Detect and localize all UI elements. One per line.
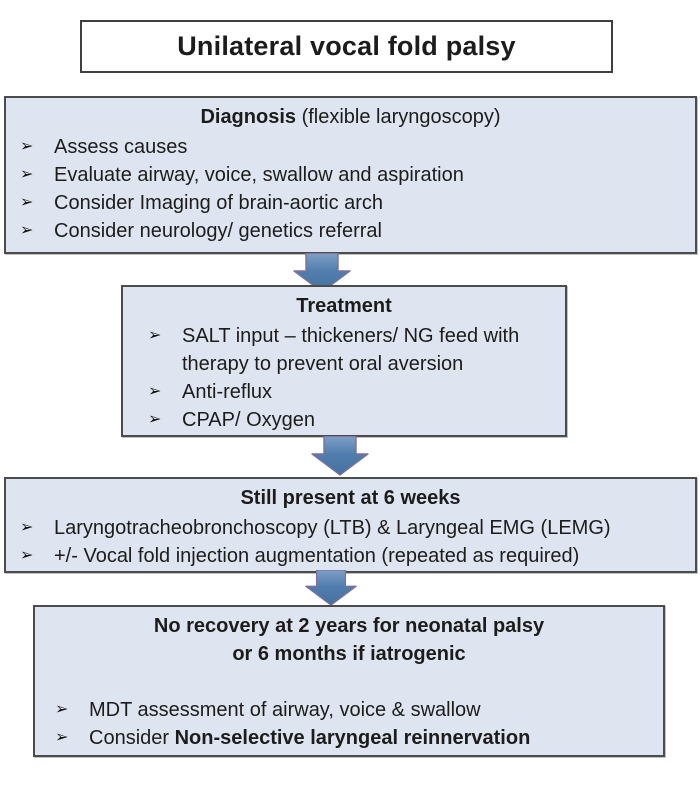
box-sixweeks-heading-bold: Still present at 6 weeks [240, 487, 461, 509]
bullet-text: Consider Imaging of brain-aortic arch [54, 192, 384, 214]
box-treatment-heading-bold: Treatment [296, 295, 392, 317]
bullet-item: ➢ CPAP/ Oxygen [148, 406, 557, 434]
flowchart-title: Unilateral vocal fold palsy [177, 31, 516, 61]
arrowhead-bullet-icon: ➢ [20, 166, 34, 183]
down-arrow-icon [311, 436, 369, 476]
arrowhead-bullet-icon: ➢ [20, 222, 34, 239]
bullet-item: ➢ SALT input – thickeners/ NG feed with … [148, 322, 557, 378]
box-diagnosis-heading-normal: (flexible laryngoscopy) [296, 106, 501, 128]
arrowhead-bullet-icon: ➢ [20, 519, 34, 536]
arrowhead-bullet-icon: ➢ [20, 194, 34, 211]
down-arrow-icon [293, 253, 351, 293]
bullet-text: Consider neurology/ genetics referral [54, 220, 382, 242]
bullet-text: CPAP/ Oxygen [182, 409, 316, 431]
arrowhead-bullet-icon: ➢ [20, 138, 34, 155]
bullet-item: ➢ Evaluate airway, voice, swallow and as… [20, 161, 687, 189]
bullet-item: ➢ MDT assessment of airway, voice & swal… [55, 696, 655, 724]
box-still-present-6-weeks: Still present at 6 weeks ➢ Laryngotrache… [4, 477, 697, 573]
bullet-item: ➢ Consider neurology/ genetics referral [20, 217, 687, 245]
box-diagnosis-bullet-list: ➢ Assess causes ➢ Evaluate airway, voice… [6, 131, 695, 245]
bullet-text-bold: Non-selective laryngeal reinnervation [174, 727, 531, 749]
bullet-text: SALT input – thickeners/ NG feed with th… [182, 325, 520, 375]
box-diagnosis-heading-bold: Diagnosis [200, 106, 297, 128]
box-treatment-heading: Treatment [123, 287, 565, 320]
arrowhead-bullet-icon: ➢ [55, 729, 69, 746]
bullet-text: Assess causes [54, 136, 188, 158]
box-sixweeks-bullet-list: ➢ Laryngotracheobronchoscopy (LTB) & Lar… [6, 512, 695, 570]
bullet-text: Consider Non-selective laryngeal reinner… [89, 724, 655, 752]
bullet-text-prefix: Consider [89, 727, 175, 749]
box-diagnosis: Diagnosis (flexible laryngoscopy) ➢ Asse… [4, 96, 697, 254]
box-no-recovery: No recovery at 2 years for neonatal pals… [33, 605, 665, 757]
arrowhead-bullet-icon: ➢ [20, 547, 34, 564]
arrowhead-bullet-icon: ➢ [148, 383, 162, 400]
bullet-text: Evaluate airway, voice, swallow and aspi… [54, 164, 464, 186]
arrowhead-bullet-icon: ➢ [55, 701, 69, 718]
bullet-text: Laryngotracheobronchoscopy (LTB) & Laryn… [54, 517, 611, 539]
bullet-item: ➢ Consider Non-selective laryngeal reinn… [55, 724, 655, 752]
box-recovery-bullet-list: ➢ MDT assessment of airway, voice & swal… [35, 694, 663, 752]
bullet-item: ➢ Anti-reflux [148, 378, 557, 406]
arrowhead-bullet-icon: ➢ [148, 327, 162, 344]
bullet-text: MDT assessment of airway, voice & swallo… [89, 699, 481, 721]
bullet-item: ➢ Assess causes [20, 133, 687, 161]
arrowhead-bullet-icon: ➢ [148, 411, 162, 428]
bullet-item: ➢ Consider Imaging of brain-aortic arch [20, 189, 687, 217]
box-recovery-heading-line2: or 6 months if iatrogenic [232, 643, 466, 665]
box-diagnosis-heading: Diagnosis (flexible laryngoscopy) [6, 98, 695, 131]
box-sixweeks-heading: Still present at 6 weeks [6, 479, 695, 512]
bullet-item: ➢ Laryngotracheobronchoscopy (LTB) & Lar… [20, 514, 687, 542]
down-arrow-icon [305, 570, 357, 606]
box-treatment: Treatment ➢ SALT input – thickeners/ NG … [121, 285, 567, 437]
box-recovery-heading: No recovery at 2 years for neonatal pals… [35, 607, 663, 668]
flowchart-title-box: Unilateral vocal fold palsy [80, 20, 613, 73]
bullet-text: +/- Vocal fold injection augmentation (r… [54, 545, 580, 567]
box-recovery-heading-line1: No recovery at 2 years for neonatal pals… [153, 615, 545, 637]
box-treatment-bullet-list: ➢ SALT input – thickeners/ NG feed with … [123, 320, 565, 434]
bullet-text: Anti-reflux [182, 381, 273, 403]
bullet-item: ➢ +/- Vocal fold injection augmentation … [20, 542, 687, 570]
